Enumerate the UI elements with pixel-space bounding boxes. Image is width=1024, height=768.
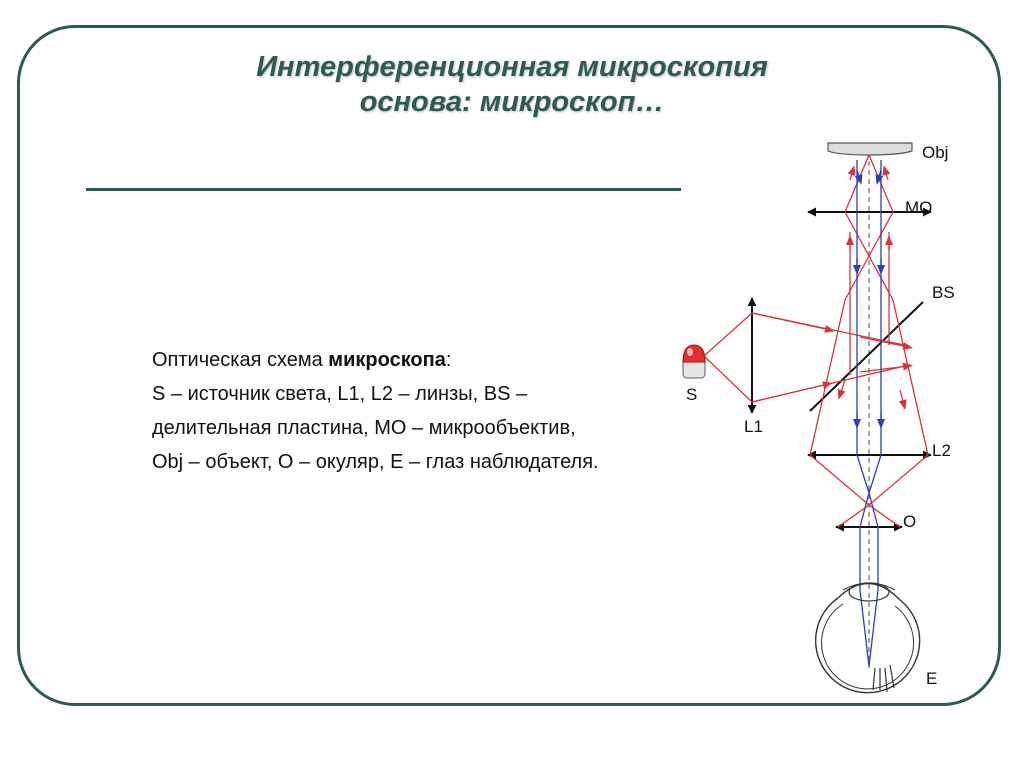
label-l1: L1 bbox=[744, 417, 763, 436]
caption-bold: микроскопа bbox=[328, 349, 446, 371]
title-divider bbox=[86, 188, 681, 191]
title-line-1: Интерференционная микроскопия bbox=[256, 51, 768, 83]
title-line-2: основа: микроскоп… bbox=[359, 86, 665, 118]
slide-frame bbox=[17, 25, 1001, 706]
beam-splitter bbox=[809, 301, 924, 412]
slide-title: Интерференционная микроскопия основа: ми… bbox=[120, 50, 904, 120]
label-mo: MO bbox=[905, 198, 932, 217]
label-obj: Obj bbox=[922, 143, 948, 162]
caption-colon: : bbox=[445, 349, 452, 371]
light-source-icon bbox=[682, 344, 706, 379]
observer-eye bbox=[815, 582, 921, 694]
caption-intro: Оптическая схема bbox=[152, 349, 329, 371]
label-s: S bbox=[686, 385, 697, 404]
label-e: E bbox=[926, 669, 937, 688]
caption-rest: S – источник света, L1, L2 – линзы, BS –… bbox=[152, 383, 599, 473]
label-l2: L2 bbox=[932, 441, 951, 460]
label-o: O bbox=[903, 512, 916, 531]
blue-imaging-rays bbox=[853, 160, 885, 667]
object-specimen bbox=[827, 142, 913, 156]
caption-text: Оптическая схема микроскопа: S – источник… bbox=[152, 343, 612, 479]
red-illumination-rays bbox=[703, 154, 929, 528]
label-bs: BS bbox=[932, 283, 955, 302]
